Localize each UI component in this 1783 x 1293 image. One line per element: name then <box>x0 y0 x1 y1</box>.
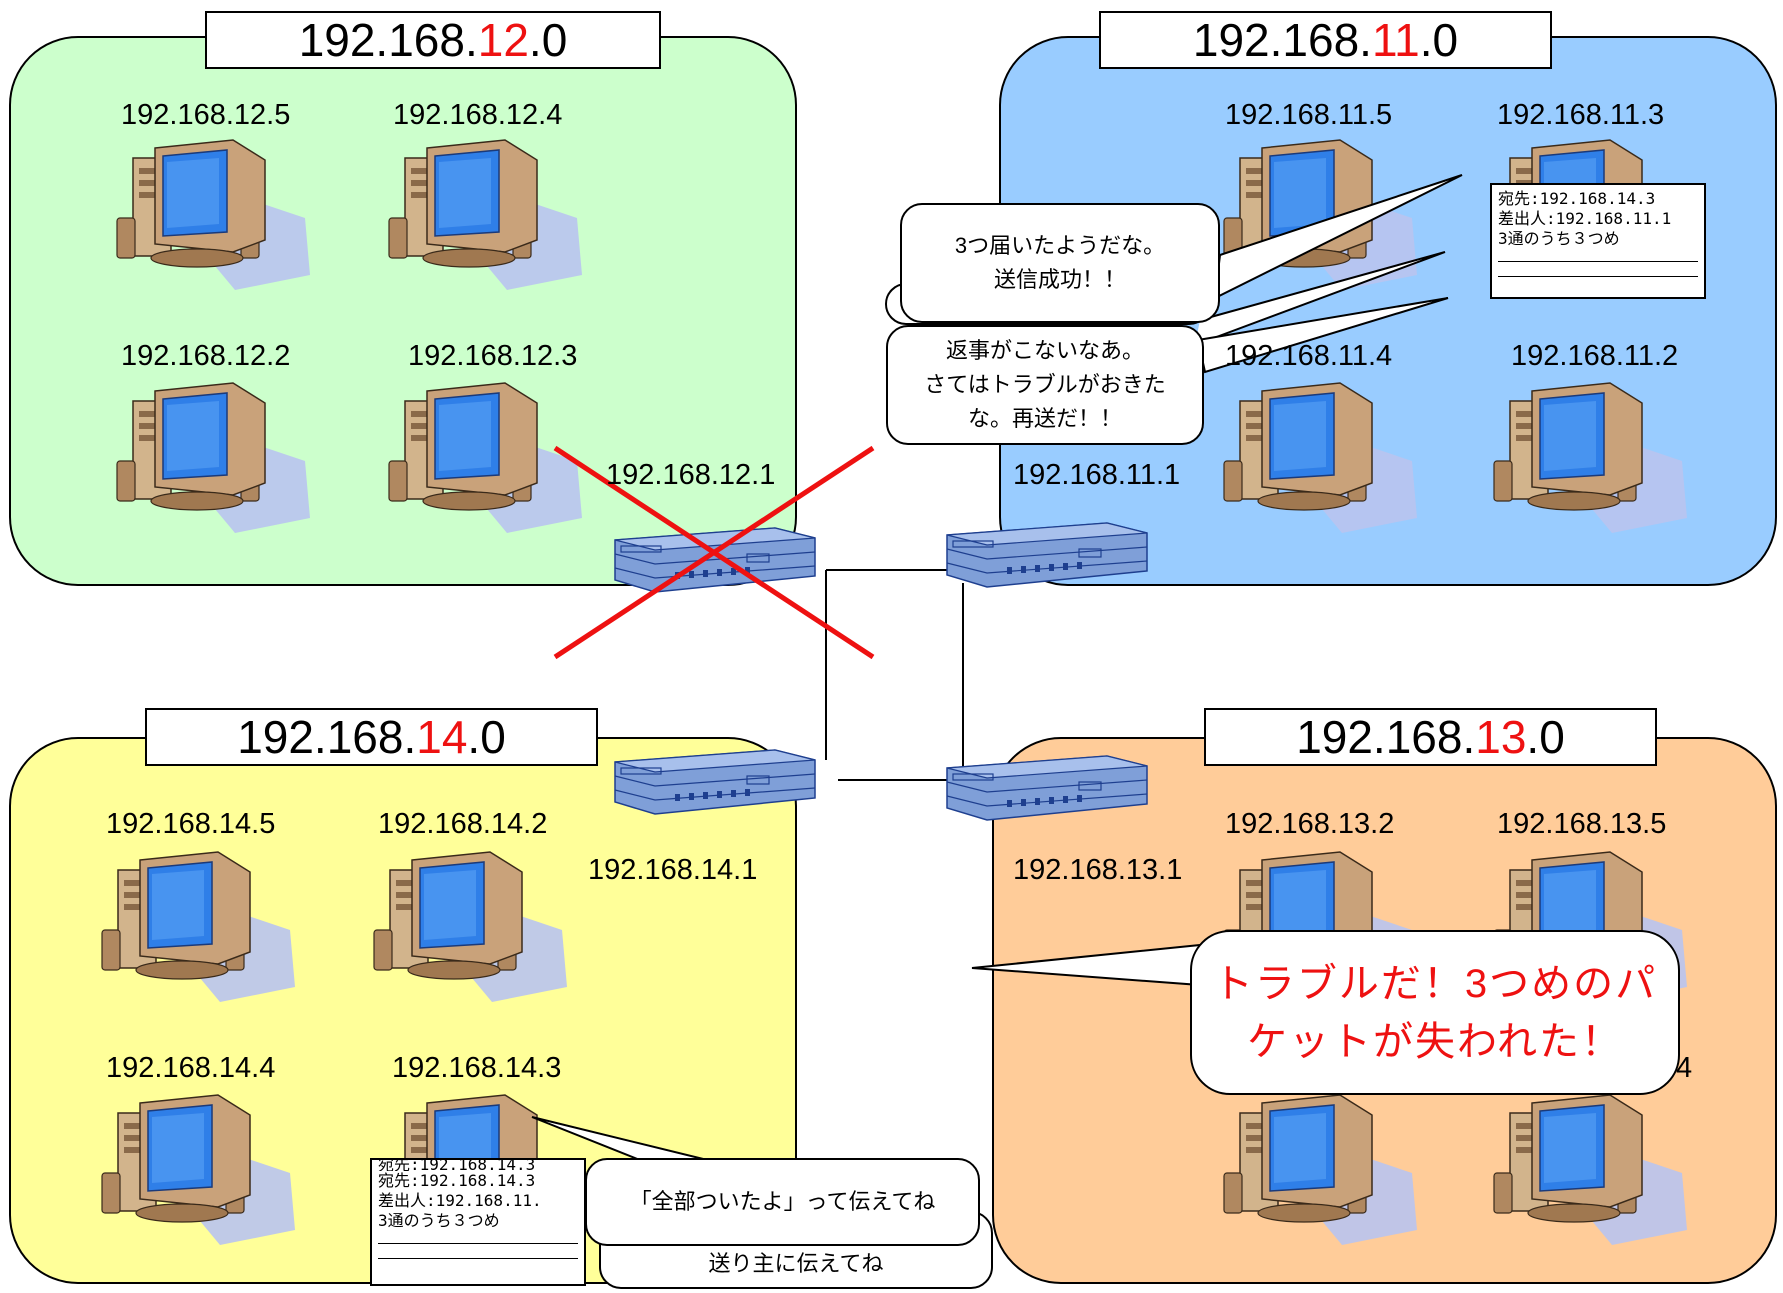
bubble-text: 送り主に伝えてね <box>708 1251 884 1276</box>
speech-bubble-tell-sender: 送り主に伝えてね <box>599 1211 993 1289</box>
bubble-tails <box>531 174 1463 1169</box>
host-label: 192.168.14.2 <box>378 808 548 840</box>
router-links <box>825 569 964 781</box>
host-label: 192.168.11.3 <box>1497 99 1665 131</box>
host-label: 192.168.12.2 <box>121 340 291 372</box>
speech-bubble-resend: 返事がこないなあ。 さてはトラブルがおきた な。再送だ！！ <box>886 325 1204 445</box>
packet-dest-obscured: 宛先:192.168.14.3 <box>378 1160 536 1171</box>
packet-dest: 宛先:192.168.14.3 <box>1498 189 1656 208</box>
failure-cross-icon <box>553 445 875 660</box>
network-title-11: 192.168.11.0 <box>1099 11 1552 69</box>
host-label: 192.168.13.5 <box>1497 808 1667 840</box>
host-label: 192.168.14.3 <box>392 1052 562 1084</box>
router-label: 192.168.14.1 <box>588 854 758 886</box>
router-label: 192.168.11.1 <box>1013 459 1181 491</box>
host-label: 192.168.12.4 <box>393 99 563 131</box>
packet-sequence: 3通のうち３つめ <box>1498 229 1620 248</box>
packet-sender: 差出人:192.168.11.1 <box>1498 209 1672 228</box>
bubble-text: さてはトラブルがおきた <box>924 372 1166 397</box>
speech-bubble-success: 3つ届いたようだな。 送信成功！！ <box>900 203 1220 323</box>
host-label: 192.168.13.2 <box>1225 808 1395 840</box>
alert-text: ケットが失われた！ <box>1247 1019 1623 1064</box>
network-title-12: 192.168.12.0 <box>205 11 661 69</box>
host-label: 192.168.11.5 <box>1225 99 1393 131</box>
packet-card: 宛先:192.168.14.3 差出人:192.168.11.1 3通のうち３つ… <box>1490 183 1706 299</box>
host-label: 192.168.12.5 <box>121 99 291 131</box>
speech-bubble-all-arrived: 「全部ついたよ」って伝えてね <box>585 1158 980 1246</box>
host-label: 192.168.11.4 <box>1225 340 1393 372</box>
host-label: 192.168.12.3 <box>408 340 578 372</box>
alert-text: トラブルだ！3つめのパ <box>1212 961 1658 1006</box>
router-label: 192.168.13.1 <box>1013 854 1183 886</box>
host-label: 192.168.11.2 <box>1511 340 1679 372</box>
packet-dest: 宛先:192.168.14.3 <box>378 1171 536 1190</box>
bubble-text: 3つ届いたようだな。 <box>954 233 1166 258</box>
trouble-alert-bubble: トラブルだ！3つめのパ ケットが失われた！ <box>1190 930 1680 1095</box>
bubble-text: 送信成功！！ <box>993 267 1126 292</box>
network-title-14: 192.168.14.0 <box>145 708 598 766</box>
packet-sequence: 3通のうち３つめ <box>378 1211 500 1230</box>
packet-card: 宛先:192.168.14.3 宛先:192.168.14.3 差出人:192.… <box>370 1158 586 1286</box>
bubble-text: 「全部ついたよ」って伝えてね <box>629 1189 936 1214</box>
packet-sender: 差出人:192.168.11. <box>378 1191 542 1210</box>
network-title-13: 192.168.13.0 <box>1204 708 1657 766</box>
host-label: 192.168.14.5 <box>106 808 276 840</box>
router-label: 192.168.12.1 <box>606 459 776 491</box>
bubble-text: な。再送だ！！ <box>967 406 1122 431</box>
host-label: 4 <box>1676 1052 1693 1084</box>
host-label: 192.168.14.4 <box>106 1052 276 1084</box>
bubble-text: 返事がこないなあ。 <box>945 338 1144 363</box>
